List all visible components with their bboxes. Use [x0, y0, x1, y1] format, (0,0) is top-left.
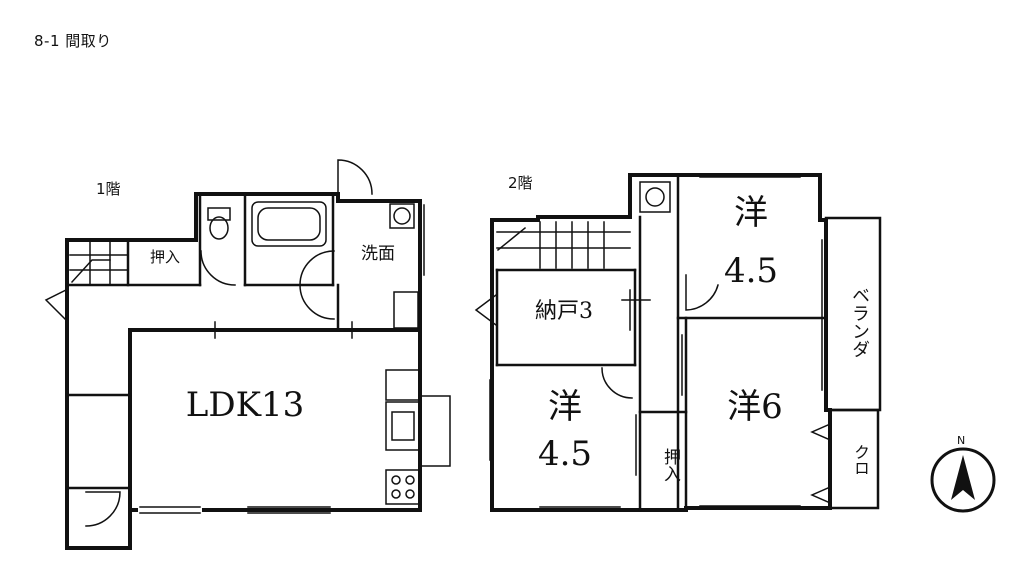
first-floor-walls	[65, 192, 422, 550]
ldk-label: LDK13	[185, 385, 305, 425]
first-floor-label: 1階	[96, 180, 121, 198]
page-title: 8-1 間取り	[34, 32, 112, 50]
first-floor-fixtures	[44, 159, 451, 527]
western-ne-size: 4.5	[723, 251, 779, 291]
second-floor-fixtures	[474, 176, 829, 508]
north-arrow-icon	[951, 455, 975, 500]
second-closet-label: 押入	[660, 448, 680, 482]
storage-label: 納戸3	[535, 299, 593, 324]
western-sw-size: 4.5	[537, 434, 593, 474]
first-floor-inner	[65, 192, 340, 490]
washroom-label: 洗面	[361, 244, 395, 264]
cloak-label: クロ	[851, 444, 870, 476]
compass-label: N	[957, 434, 966, 447]
first-closet-label: 押入	[149, 248, 180, 266]
second-floor-label: 2階	[508, 174, 533, 192]
western-sw-name: 洋	[548, 387, 582, 427]
veranda-label: ベランダ	[849, 286, 870, 358]
western-ne-name: 洋	[734, 193, 768, 233]
western-se-label: 洋6	[727, 387, 783, 427]
second-floor-inner	[495, 173, 882, 512]
compass	[930, 447, 996, 513]
